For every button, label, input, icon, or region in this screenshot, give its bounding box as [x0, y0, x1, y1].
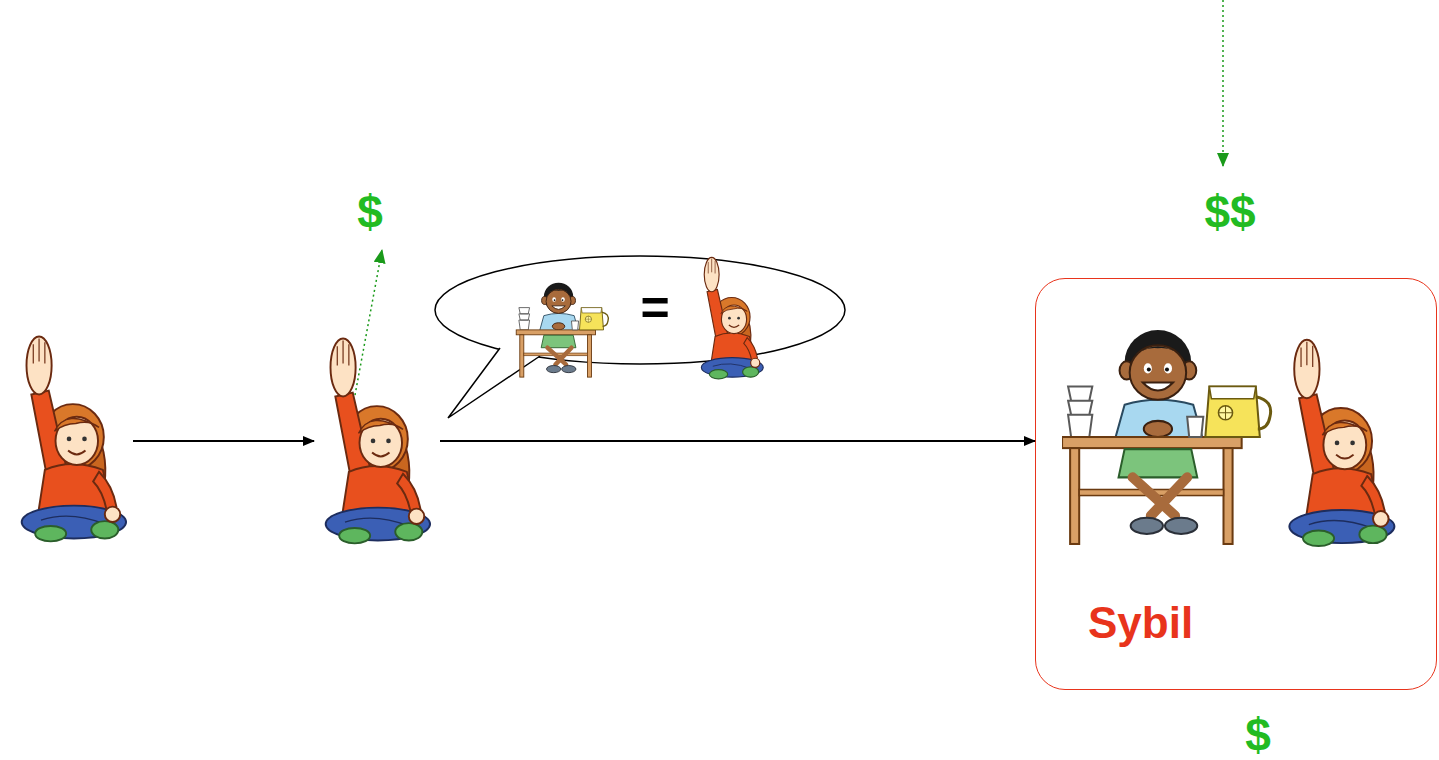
girl-figure [1289, 340, 1394, 546]
payment-arrow [1222, 0, 1224, 166]
sybil-group-box: Sybil [1035, 278, 1437, 690]
figures [22, 257, 1395, 546]
money-label: $ [357, 189, 383, 235]
node-text: Sybil [1088, 601, 1193, 645]
money-label: $$ [1204, 189, 1255, 235]
node-text: = [640, 283, 669, 333]
payment-arrows [355, 0, 1223, 395]
girl-figure [326, 338, 430, 543]
girl-figure [701, 257, 763, 378]
bubble-tail [448, 348, 540, 418]
money-label: $ [1245, 712, 1271, 758]
payment-arrow [355, 250, 382, 395]
speech-bubble-outline [432, 252, 852, 422]
flow-arrows [133, 441, 1035, 442]
lemonade-boy-figure [1062, 330, 1271, 544]
bubble-ellipse [435, 256, 845, 364]
speech-bubble: = [432, 252, 852, 422]
lemonade-boy-figure [516, 283, 608, 377]
flow-arrow [133, 440, 314, 442]
flow-arrow [440, 440, 1035, 442]
girl-figure [22, 336, 126, 541]
